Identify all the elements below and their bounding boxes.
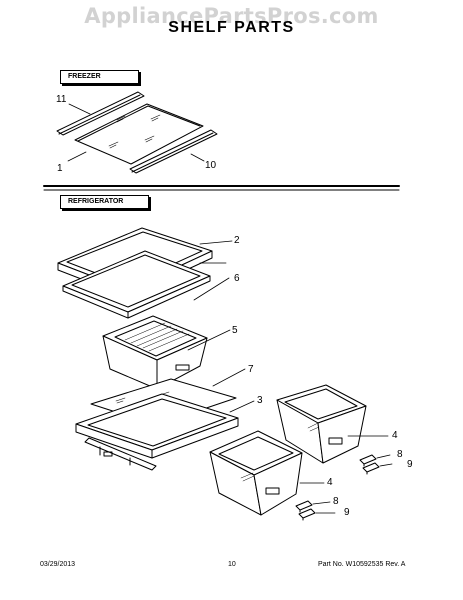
watermark: AppliancePartsPros.com (84, 4, 379, 28)
callout-cover-glass: 7 (248, 364, 254, 375)
freezer-glass-shelf (74, 103, 204, 165)
slide-lower-b (298, 508, 316, 521)
freezer-section-label: FREEZER (60, 70, 139, 84)
callout-shelf-trim: 6 (234, 273, 240, 284)
refrigerator-section-label: REFRIGERATOR (60, 195, 149, 209)
refrigerator-leader-lines (187, 240, 393, 514)
callout-pan-upper: 4 (392, 430, 398, 441)
crisper-drawer (102, 315, 208, 390)
callout-slide-b: 9 (407, 459, 413, 470)
callout-cover-frame: 3 (257, 395, 263, 406)
storage-pan-lower (209, 430, 303, 516)
callout-freezer-glass: 1 (57, 163, 63, 174)
callout-crisper-drawer: 5 (232, 325, 238, 336)
callout-slide-c: 8 (333, 496, 339, 507)
footer-page-number: 10 (228, 561, 236, 568)
storage-pan-upper (276, 384, 367, 464)
slide-upper-b (362, 462, 380, 475)
freezer-leader-lines (67, 103, 205, 162)
callout-slide-d: 9 (344, 507, 350, 518)
freezer-rail-top (56, 91, 145, 136)
callout-freezer-rail-bottom: 10 (205, 160, 217, 171)
slide-upper-a (359, 454, 377, 467)
footer-date: 03/29/2013 (40, 561, 76, 568)
callout-freezer-rail-top: 11 (56, 94, 67, 105)
callout-pan-lower: 4 (327, 477, 333, 488)
crisper-cover-frame (75, 393, 239, 471)
page-title: SHELF PARTS (168, 19, 295, 36)
slide-lower-a (295, 500, 313, 513)
shelf-trim (62, 250, 211, 319)
callout-slide-a: 8 (397, 449, 403, 460)
footer-part-number: Part No. W10592535 Rev. A (318, 561, 406, 568)
callout-shelf-frame: 2 (234, 235, 240, 246)
freezer-rail-bottom (129, 129, 218, 174)
